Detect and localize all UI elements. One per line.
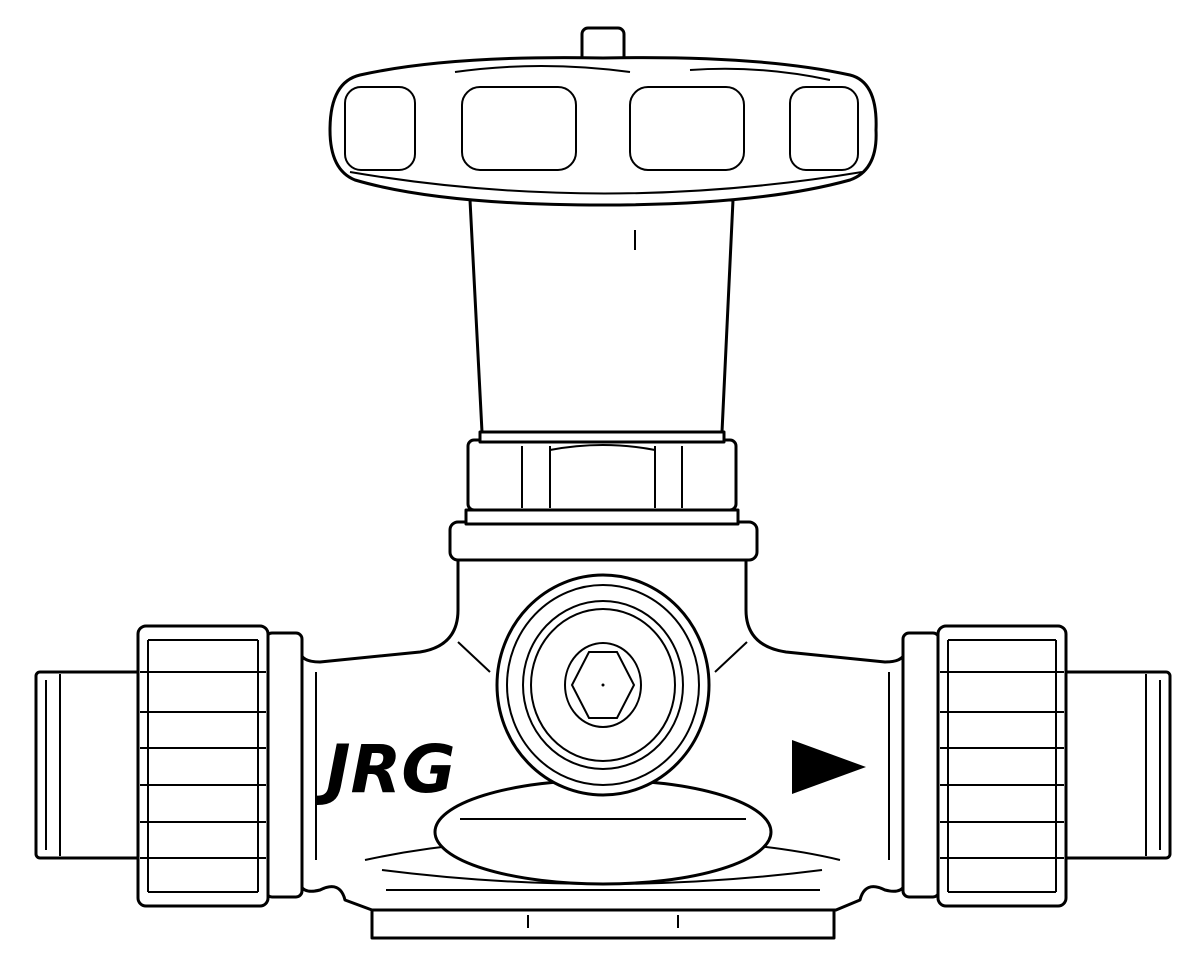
handwheel [328,26,878,207]
left-pipe-end [34,670,146,860]
flow-arrow-icon [792,740,866,794]
bonnet-collar [448,520,759,562]
right-pipe-end [1058,670,1172,860]
hex-nut [466,430,738,512]
right-flange [901,631,941,899]
left-flange [264,631,304,899]
left-union-nut [136,624,270,908]
brand-logo: JRG [315,731,456,808]
center-port [495,573,711,797]
right-union-nut [936,624,1068,908]
valve-stem [468,198,735,434]
